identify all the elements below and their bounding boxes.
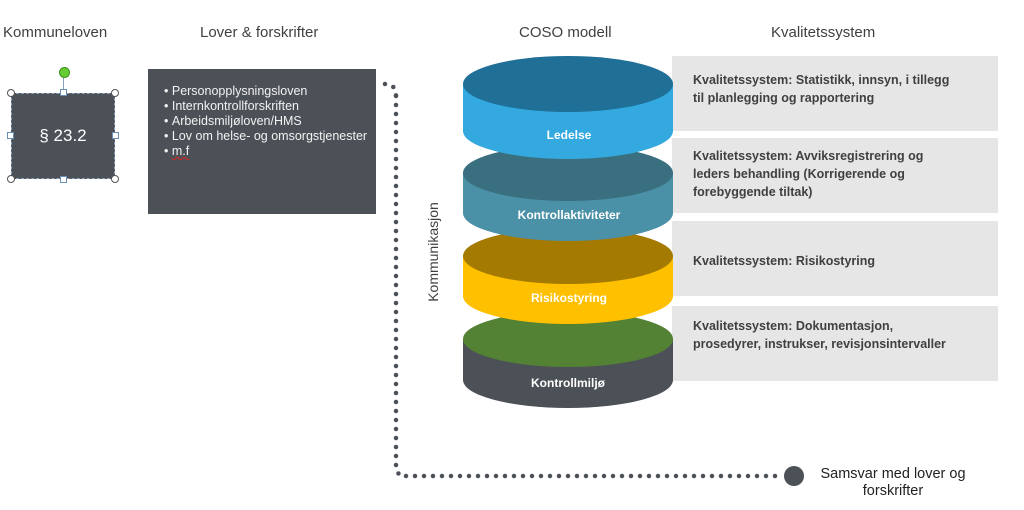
header-kvalitetssystem: Kvalitetssystem — [771, 24, 876, 41]
law-item: Lov om helse- og omsorgstjenester — [164, 129, 376, 144]
coso-layer-kontrollmiljo: Kontrollmiljø — [463, 311, 673, 408]
samsvar-line: Samsvar med lover og — [820, 466, 966, 482]
laws-list: Personopplysningsloven Internkontrollfor… — [164, 84, 376, 159]
layer-label: Ledelse — [547, 128, 592, 142]
layer-label: Kontrollmiljø — [531, 376, 606, 390]
law-item: Personopplysningsloven — [164, 84, 376, 99]
resize-handle-top[interactable] — [60, 89, 67, 96]
law-item-mf: m.f — [171, 144, 190, 158]
layer-top — [463, 145, 673, 201]
layer-top — [463, 311, 673, 367]
header-kommuneloven: Kommuneloven — [3, 24, 108, 41]
samsvar-label: Samsvar med lover og forskrifter — [810, 466, 976, 500]
coso-layer-kontrollaktiviteter: Kontrollaktiviteter — [463, 145, 673, 241]
laws-box: Personopplysningsloven Internkontrollfor… — [148, 69, 376, 214]
communication-line-top — [382, 81, 399, 99]
quality-panel-risikostyring: Kvalitetssystem: Risikostyring — [672, 221, 998, 296]
communication-line-vertical — [393, 93, 409, 479]
panel-line: Kvalitetssystem: Avviksregistrering og — [693, 149, 924, 163]
communication-line — [382, 81, 785, 479]
resize-handle-top-right[interactable] — [111, 89, 119, 97]
rotation-handle[interactable] — [59, 67, 70, 78]
resize-handle-bottom[interactable] — [60, 176, 67, 183]
resize-handle-right[interactable] — [112, 132, 119, 139]
layer-top — [463, 228, 673, 284]
coso-layer-ledelse: Ledelse — [463, 56, 673, 159]
quality-panel-ledelse: Kvalitetssystem: Statistikk, innsyn, i t… — [672, 56, 998, 131]
panel-line: forebyggende tiltak) — [693, 185, 813, 199]
panel-line: leders behandling (Korrigerende og — [693, 167, 905, 181]
samsvar-line: forskrifter — [862, 483, 924, 499]
header-coso-modell: COSO modell — [519, 24, 612, 41]
panel-line: Kvalitetssystem: Statistikk, innsyn, i t… — [693, 73, 950, 87]
coso-layer-risikostyring: Risikostyring — [463, 228, 673, 324]
kommunikasjon-label: Kommunikasjon — [425, 202, 441, 302]
rotation-connector — [63, 76, 64, 93]
panel-line: til planlegging og rapportering — [693, 91, 875, 105]
header-lover-forskrifter: Lover & forskrifter — [200, 24, 319, 41]
layer-label: Kontrollaktiviteter — [518, 208, 621, 222]
resize-handle-top-left[interactable] — [7, 89, 15, 97]
layer-label: Risikostyring — [531, 291, 607, 305]
law-item: Internkontrollforskriften — [164, 99, 376, 114]
law-item: Arbeidsmiljøloven/HMS — [164, 114, 376, 129]
layer-top — [463, 56, 673, 112]
resize-handle-bottom-left[interactable] — [7, 175, 15, 183]
quality-panel-kontrollmiljo: Kvalitetssystem: Dokumentasjon, prosedyr… — [672, 306, 998, 381]
panel-line: Kvalitetssystem: Risikostyring — [693, 254, 876, 268]
resize-handle-left[interactable] — [7, 132, 14, 139]
resize-handle-bottom-right[interactable] — [111, 175, 119, 183]
quality-panel-kontrollaktiviteter: Kvalitetssystem: Avviksregistrering og l… — [672, 138, 998, 213]
law-item: m.f — [164, 144, 376, 159]
paragraph-label: § 23.2 — [39, 126, 87, 145]
panel-line: prosedyrer, instrukser, revisjonsinterva… — [693, 337, 946, 351]
panel-line: Kvalitetssystem: Dokumentasjon, — [693, 319, 894, 333]
communication-end-dot — [784, 466, 804, 486]
